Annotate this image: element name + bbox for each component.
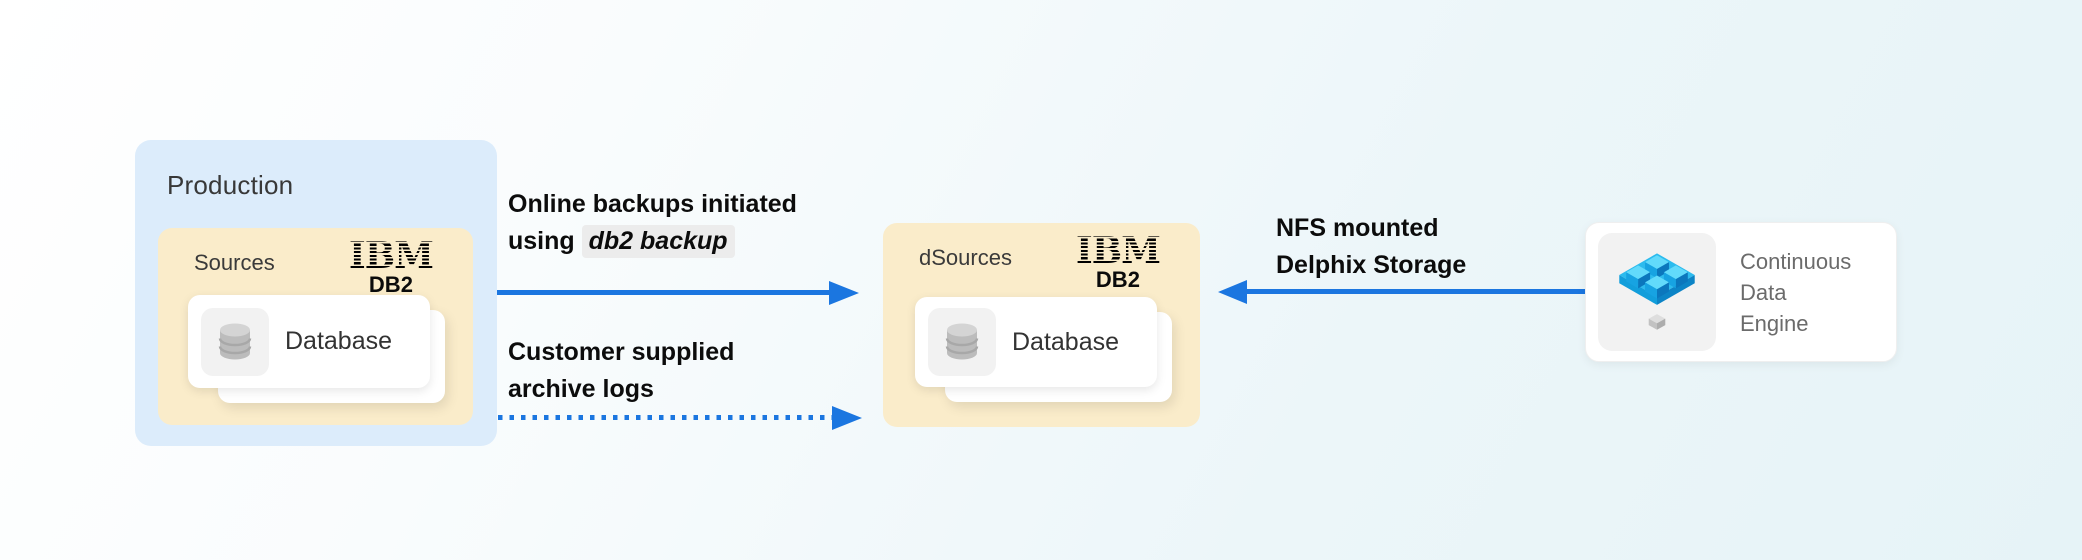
production-group: Production Sources IBM DB2 <box>135 140 497 446</box>
ibm-db2-logo: IBM DB2 <box>1075 230 1161 292</box>
db2-backup-command-chip: db2 backup <box>581 225 735 258</box>
sources-box: Sources IBM DB2 Database <box>158 228 473 425</box>
db2-logo-text: DB2 <box>368 271 413 297</box>
online-backups-label-line2: using db2 backup <box>508 223 797 260</box>
database-card-label: Database <box>1012 327 1120 356</box>
archive-logs-label: Customer supplied archive logs <box>508 338 735 403</box>
database-card: Database <box>188 295 430 388</box>
database-icon-tile <box>201 307 269 376</box>
database-cylinder-icon <box>218 323 252 359</box>
nfs-arrow-line <box>1247 289 1585 294</box>
ibm-logo-icon: IBM <box>348 235 434 277</box>
engine-icon-tile <box>1598 233 1716 351</box>
online-backups-arrow-line <box>497 290 829 295</box>
dsources-header: dSources IBM DB2 <box>883 223 1200 291</box>
nfs-arrowhead-icon <box>1218 280 1247 304</box>
dsources-box: dSources IBM DB2 Database <box>883 223 1200 427</box>
delphix-engine-icon <box>1619 253 1695 330</box>
ibm-db2-logo: IBM DB2 <box>348 235 434 297</box>
database-card-label: Database <box>285 327 393 355</box>
continuous-data-engine-card: Continuous Data Engine <box>1585 222 1897 362</box>
nfs-label: NFS mounted Delphix Storage <box>1276 214 1467 279</box>
database-cylinder-icon <box>945 323 979 360</box>
online-backups-label: Online backups initiated using db2 backu… <box>508 186 797 260</box>
sources-title: Sources <box>194 250 275 275</box>
database-card: Database <box>915 297 1157 387</box>
archive-logs-arrowhead-icon <box>832 406 862 430</box>
database-icon-tile <box>928 308 996 376</box>
dsources-title: dSources <box>919 245 1012 270</box>
production-group-title: Production <box>167 170 294 200</box>
engine-label: Continuous Data Engine <box>1740 248 1852 336</box>
archive-logs-arrow-line <box>498 415 832 420</box>
sources-header: Sources IBM DB2 <box>158 228 473 296</box>
online-backups-arrowhead-icon <box>829 281 859 305</box>
online-backups-label-line1: Online backups initiated <box>508 190 797 218</box>
ibm-logo-icon: IBM <box>1075 230 1161 272</box>
db2-logo-text: DB2 <box>1095 266 1140 292</box>
